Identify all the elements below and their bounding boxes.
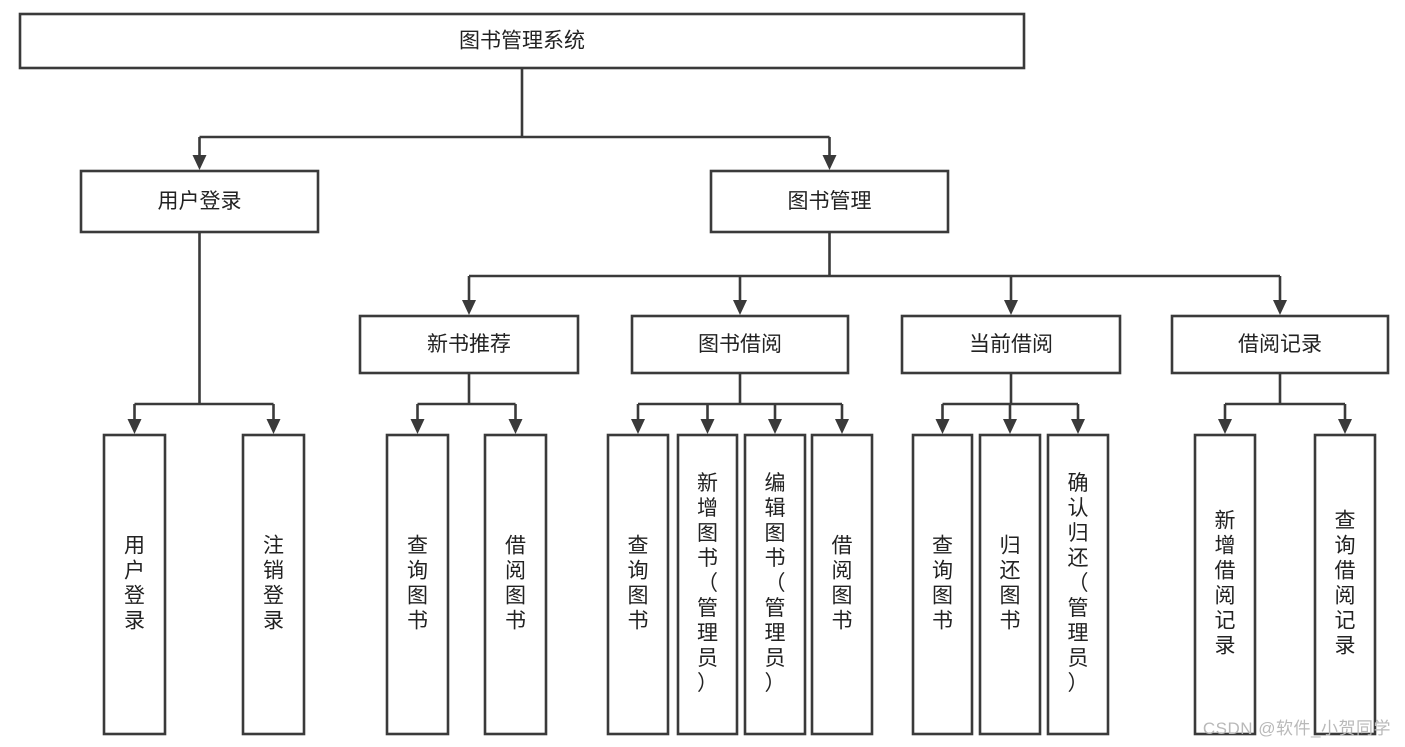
node-label: 查询图书 [932,535,953,633]
node-rect [1313,433,1377,736]
node-layer: 图书管理系统用户登录图书管理新书推荐图书借阅当前借阅借阅记录用户登录注销登录查询… [18,12,1390,736]
node-label: 图书借阅 [698,333,782,356]
node-label: 新书推荐 [427,333,511,356]
arrow-head-icon [410,419,425,434]
arrow-head-icon [462,300,476,315]
node-label: 查询图书 [407,535,428,633]
arrow-head-icon [733,300,747,315]
node-rect [358,314,580,375]
arrow-head-icon [1003,419,1017,434]
node-rect [483,433,548,736]
leaf-node-box[interactable]: 借阅图书 [483,433,548,736]
node-label: 用户登录 [158,190,242,213]
node-label: 新增借阅记录 [1215,510,1236,658]
arrow-head-icon [700,419,715,434]
connector-group [935,373,1085,434]
connector-group [631,373,849,434]
arrow-head-icon [768,419,782,434]
connector-group [192,68,837,170]
leaf-node-box[interactable]: 用户登录 [102,433,167,736]
node-label: 图书管理系统 [459,30,585,53]
node-box[interactable]: 借阅记录 [1170,314,1390,375]
node-rect [606,433,670,736]
arrow-head-icon [822,155,837,170]
node-rect [978,433,1042,736]
arrow-head-icon [1218,419,1232,434]
arrow-head-icon [1273,300,1287,315]
node-rect [385,433,450,736]
node-label: 图书管理 [788,190,872,213]
leaf-node-box[interactable]: 归还图书 [978,433,1042,736]
connector-group [410,373,523,434]
leaf-node-box[interactable]: 查询图书 [385,433,450,736]
node-rect [676,433,739,736]
leaf-node-box[interactable]: 编辑图书（管理员） [743,433,807,736]
node-label: 借阅图书 [505,535,526,633]
node-label: 确认归还（管理员） [1068,472,1089,695]
node-rect [102,433,167,736]
node-rect [1170,314,1390,375]
node-box[interactable]: 图书借阅 [630,314,850,375]
node-rect [900,314,1122,375]
leaf-node-box[interactable]: 查询图书 [606,433,670,736]
leaf-node-box[interactable]: 借阅图书 [810,433,874,736]
connector-layer [127,68,1352,434]
leaf-node-box[interactable]: 查询图书 [911,433,974,736]
node-label: 注销登录 [263,535,284,633]
node-box[interactable]: 图书管理系统 [18,12,1026,70]
node-label: 用户登录 [124,535,145,633]
node-label: 借阅图书 [832,535,853,633]
leaf-node-box[interactable]: 新增图书（管理员） [676,433,739,736]
arrow-head-icon [1071,419,1085,434]
node-label: 查询借阅记录 [1335,510,1356,658]
node-rect [743,433,807,736]
node-box[interactable]: 图书管理 [709,169,950,234]
node-rect [1193,433,1257,736]
node-label: 借阅记录 [1238,333,1322,356]
node-rect [79,169,320,234]
arrow-head-icon [1338,419,1352,434]
node-label: 查询图书 [628,535,649,633]
arrow-head-icon [835,419,849,434]
node-rect [911,433,974,736]
arrow-head-icon [192,155,207,170]
node-rect [810,433,874,736]
node-box[interactable]: 当前借阅 [900,314,1122,375]
node-rect [709,169,950,234]
node-box[interactable]: 新书推荐 [358,314,580,375]
node-label: 编辑图书（管理员） [765,472,786,695]
connector-group [127,232,281,434]
node-box[interactable]: 用户登录 [79,169,320,234]
node-rect [1046,433,1110,736]
arrow-head-icon [935,419,950,434]
connector-group [462,232,1287,315]
leaf-node-box[interactable]: 注销登录 [241,433,306,736]
node-rect [241,433,306,736]
node-label: 新增图书（管理员） [697,472,718,695]
node-rect [630,314,850,375]
arrow-head-icon [127,419,142,434]
arrow-head-icon [631,419,645,434]
node-label: 归还图书 [1000,535,1021,633]
node-label: 当前借阅 [969,333,1053,356]
arrow-head-icon [1004,300,1018,315]
leaf-node-box[interactable]: 新增借阅记录 [1193,433,1257,736]
arrow-head-icon [266,419,281,434]
connector-group [1218,373,1352,434]
leaf-node-box[interactable]: 查询借阅记录 [1313,433,1377,736]
arrow-head-icon [508,419,523,434]
node-rect [18,12,1026,70]
leaf-node-box[interactable]: 确认归还（管理员） [1046,433,1110,736]
